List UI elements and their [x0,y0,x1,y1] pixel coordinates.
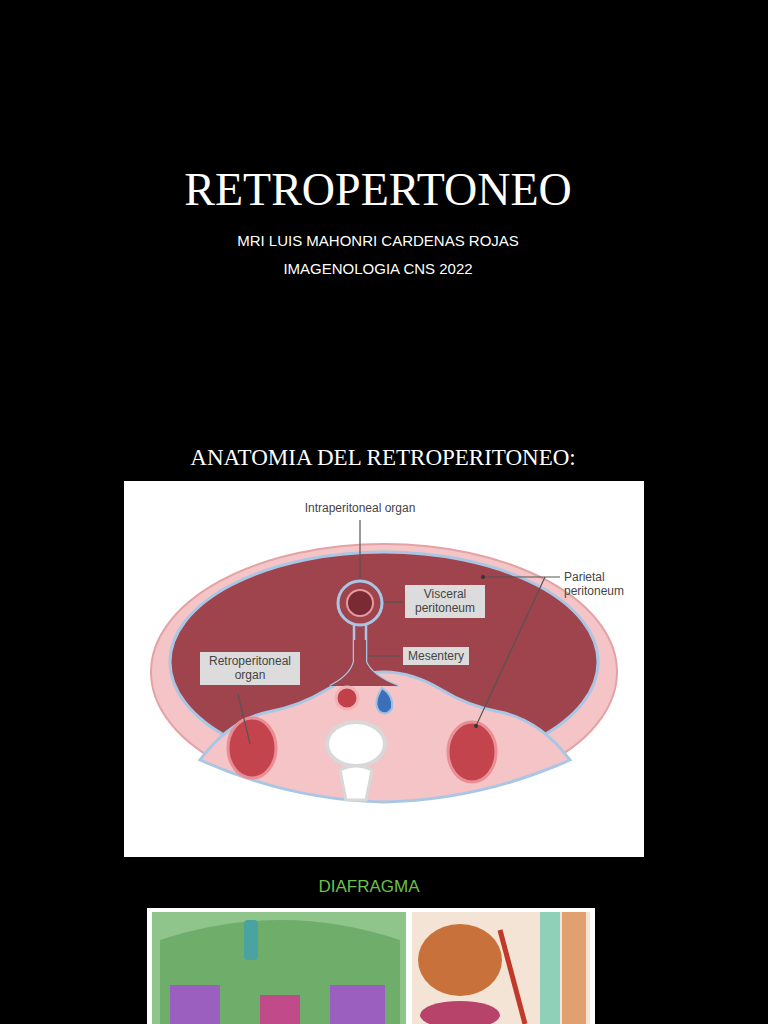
image-panel [124,481,644,857]
section-heading: ANATOMIA DEL RETROPERITONEO: [0,444,766,472]
author: MRI LUIS MAHONRI CARDENAS ROJAS [0,232,756,250]
slide-title: RETROPERTONEO [0,162,756,218]
intestine [338,581,382,625]
vena-cava [376,688,392,713]
posterior-wall [200,672,570,802]
leader-line [476,577,545,726]
box-text: Mesentery [408,649,464,663]
leader-line [368,655,401,656]
organ-label: Intraperitoneal organ [290,501,430,515]
label-box: Mesentery [403,647,469,665]
back-muscle [562,912,586,1024]
diaphragm-panel [147,908,595,1024]
leader-line [359,520,360,579]
esophagus [244,920,258,960]
kidney [228,718,276,778]
muscle [260,995,300,1024]
liver [418,924,502,996]
leader-line [384,601,403,602]
section-heading: DIAFRAGMA [0,877,738,897]
muscle [170,985,220,1024]
spinous-process [340,766,372,800]
diaphragm-dome [160,920,400,1024]
diaphragm-image [152,912,406,1024]
leader-dot [474,724,478,728]
leader-dot [481,575,485,579]
intestine-lumen [347,590,373,616]
leader-line [483,576,560,577]
box-text: Retroperitoneal organ [205,654,295,683]
box-text: Visceral peritoneum [410,587,480,616]
label-box: Retroperitoneal organ [200,652,300,685]
label-box: Visceral peritoneum [405,585,485,618]
spine [540,912,560,1024]
kidney [448,722,496,782]
aorta [500,930,525,1024]
muscle [330,985,385,1024]
stomach [420,1001,500,1024]
leader-line [238,694,250,744]
mesentery-fill [330,640,398,686]
organ-label: Parietal peritoneum [564,570,640,598]
aorta [336,687,358,709]
vertebra [327,722,385,766]
institution: IMAGENOLOGIA CNS 2022 [0,260,756,278]
